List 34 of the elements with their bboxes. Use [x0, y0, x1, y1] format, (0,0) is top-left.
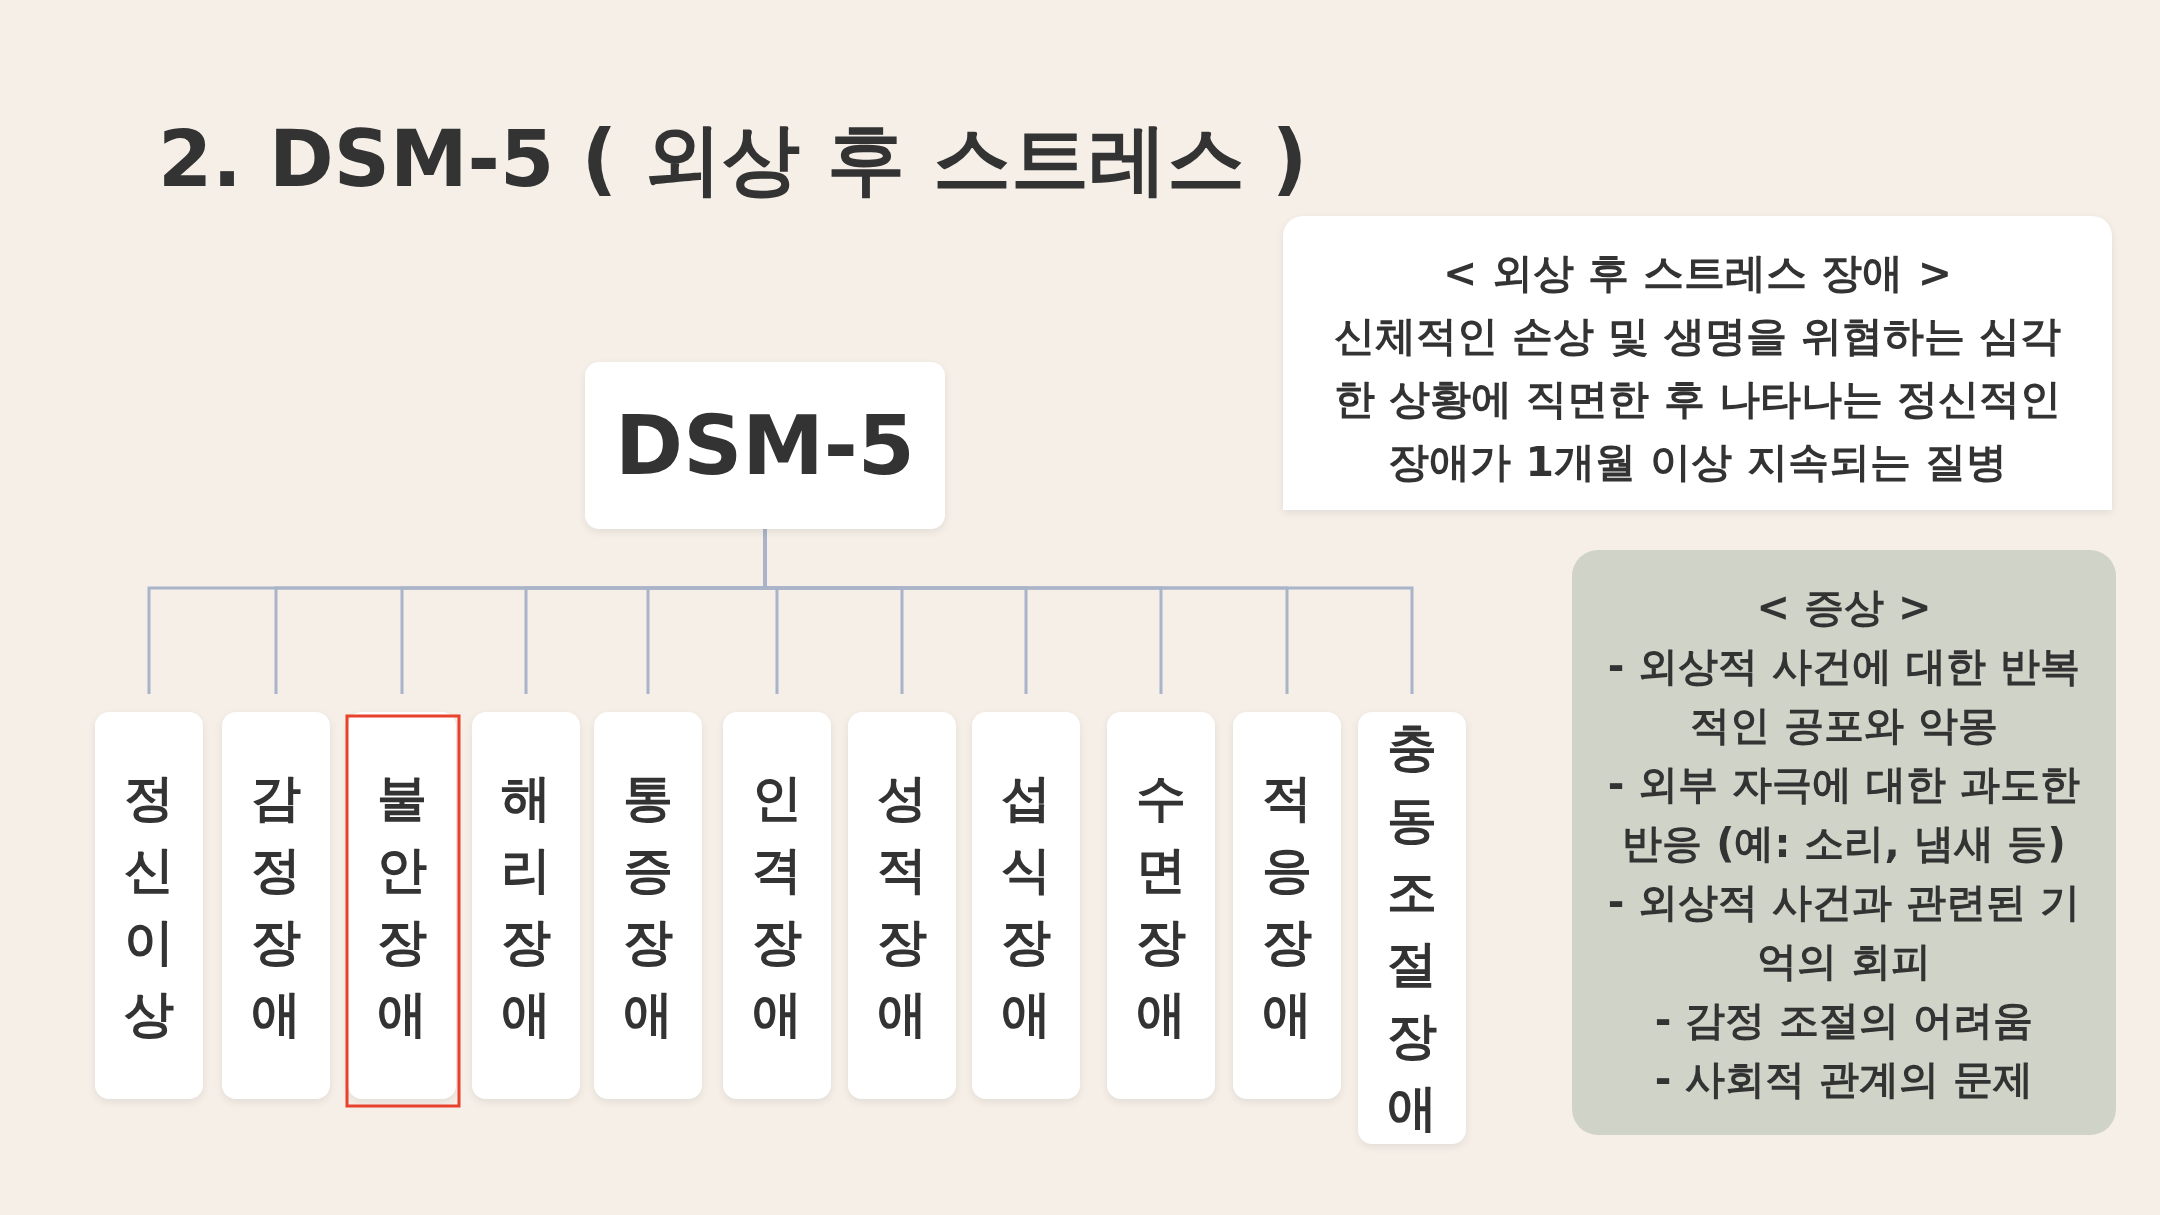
symptom-item: - 외부 자극에 대한 과도한 반응 (예: 소리, 냄새 등): [1606, 760, 2082, 868]
category-label: 성적장애: [876, 767, 928, 1045]
definition-text: 신체적인 손상 및 생명을 위협하는 심각한 상황에 직면한 후 나타나는 정신적인 장애가 1개월 이상 지속되는 질병: [1332, 311, 2063, 488]
category-box: [222, 712, 330, 1099]
category-label: 충동조절장애: [1386, 718, 1438, 1139]
category-label: 적응장애: [1261, 767, 1313, 1045]
symptom-item: - 감정 조절의 어려움: [1653, 996, 2035, 1045]
category-box: [594, 712, 702, 1099]
box-heading: < 증상 >: [1755, 583, 1933, 632]
category-label: 정신이상: [123, 767, 175, 1045]
category-label: 해리장애: [500, 767, 552, 1045]
category-box: [723, 712, 831, 1099]
category-label: 수면장애: [1135, 767, 1187, 1045]
category-box: [972, 712, 1080, 1099]
title: 2. DSM-5 ( 외상 후 스트레스 ): [158, 113, 1308, 206]
symptom-box: [1572, 550, 2116, 1135]
category-box: [472, 712, 580, 1099]
category-label: 통증장애: [622, 767, 674, 1045]
category-box: [848, 712, 956, 1099]
category-box: [1107, 712, 1215, 1099]
definition-box: [1283, 216, 2112, 510]
symptom-item: - 외상적 사건에 대한 반복적인 공포와 악몽: [1606, 642, 2082, 750]
box-heading: < 외상 후 스트레스 장애 >: [1441, 248, 1954, 299]
root-box: [585, 362, 945, 529]
category-label: 섭식장애: [1000, 767, 1052, 1045]
category-label: 불안장애: [376, 767, 428, 1045]
category-box: [1233, 712, 1341, 1099]
category-label: 감정장애: [250, 767, 302, 1045]
category-box: [1358, 712, 1466, 1144]
category-label: 인격장애: [751, 767, 803, 1045]
category-box: [95, 712, 203, 1099]
symptom-item: - 외상적 사건과 관련된 기억의 회피: [1606, 878, 2082, 986]
symptom-item: - 사회적 관계의 문제: [1653, 1055, 2035, 1104]
root-label: DSM-5: [615, 398, 915, 493]
